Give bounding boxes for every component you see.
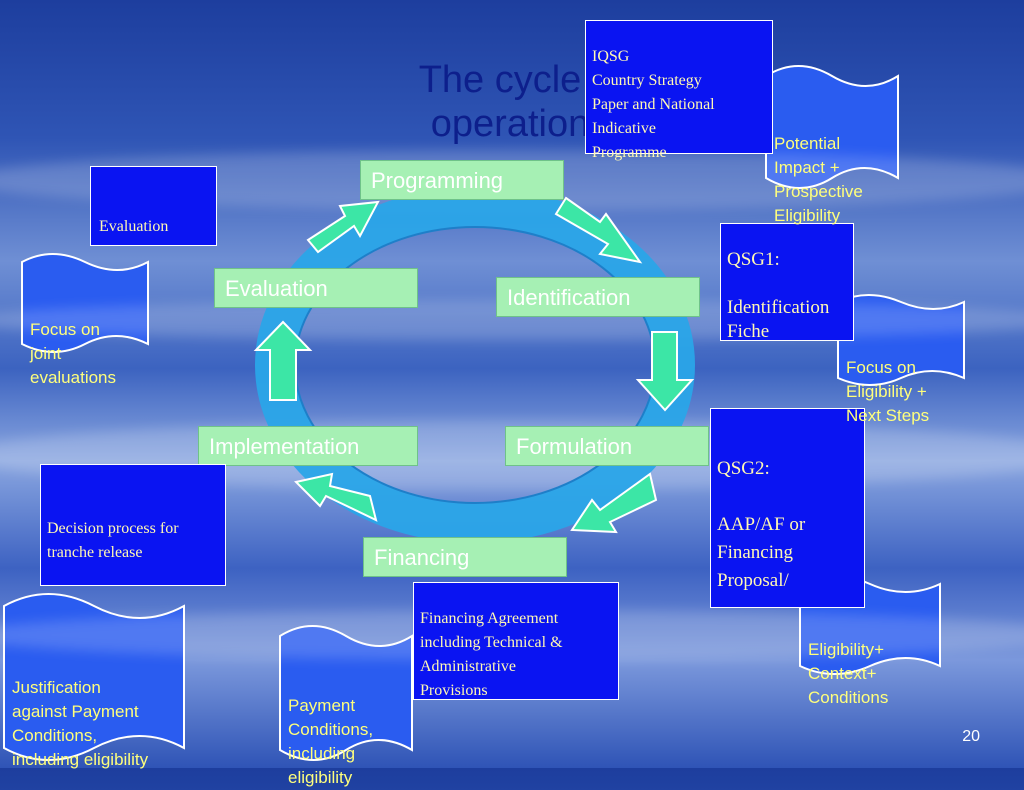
slide-title: The cycle operation (400, 58, 600, 146)
note-potential-impact: Potential Impact + Prospective Eligibili… (764, 54, 900, 225)
arrow-formulation-to-financing (570, 472, 658, 534)
phase-financing: Financing (363, 537, 567, 577)
note-eligibility-context-shape (799, 575, 941, 675)
note-focus-joint: Focus on joint evaluations (20, 244, 150, 387)
arrow-financing-to-implementation (294, 472, 378, 522)
note-focus-joint-text: Focus on joint evaluations (30, 320, 117, 387)
note-eligibility-context-text: Eligibility+ Context+ Conditions (808, 640, 889, 707)
note-potential-impact-text: Potential Impact + Prospective Eligibili… (774, 134, 863, 225)
phase-identification: Identification (496, 277, 700, 317)
note-justification-text: Justification against Payment Conditions… (12, 678, 149, 769)
arrow-evaluation-to-programming (306, 200, 380, 254)
document-iqsg: IQSG Country Strategy Paper and National… (585, 20, 773, 161)
note-justification: Justification against Payment Conditions… (2, 580, 186, 769)
document-decision-process-text: Decision process for tranche release (47, 520, 179, 561)
note-focus-eligibility-text: Focus on Eligibility + Next Steps (846, 358, 930, 425)
document-qsg1: QSG1: Identification Fiche (720, 223, 854, 342)
phase-implementation: Implementation (198, 426, 418, 466)
slide-title-line1: The cycle (418, 59, 582, 101)
cycle-diagram (253, 187, 695, 543)
document-financing-agreement-text: Financing Agreement including Technical … (420, 610, 563, 699)
document-evaluation-text: Evaluation (99, 218, 169, 235)
slide-title-line2: operation (430, 103, 590, 145)
document-decision-process: Decision process for tranche release (40, 464, 226, 586)
note-payment-conditions-text: Payment Conditions, including eligibilit… (288, 696, 374, 787)
document-iqsg-text: IQSG Country Strategy Paper and National… (592, 48, 715, 161)
phase-formulation: Formulation (505, 426, 709, 466)
phase-programming: Programming (360, 160, 564, 200)
phase-evaluation: Evaluation (214, 268, 418, 308)
slide-number: 20 (962, 728, 980, 745)
document-evaluation: Evaluation (90, 166, 217, 246)
document-qsg2-text: QSG2: AAP/AF or Financing Proposal/ (717, 458, 806, 591)
arrow-identification-to-formulation (635, 331, 695, 412)
note-eligibility-context: Eligibility+ Context+ Conditions (798, 566, 942, 707)
arrow-programming-to-identification (554, 196, 643, 264)
document-qsg2: QSG2: AAP/AF or Financing Proposal/ (710, 408, 865, 608)
document-qsg1-text: QSG1: Identification Fiche (727, 249, 830, 342)
note-focus-joint-shape (21, 253, 149, 353)
note-payment-conditions: Payment Conditions, including eligibilit… (278, 614, 414, 787)
note-payment-conditions-shape (279, 625, 413, 761)
note-focus-eligibility: Focus on Eligibility + Next Steps (836, 286, 966, 425)
arrow-implementation-to-evaluation (253, 320, 313, 401)
document-financing-agreement: Financing Agreement including Technical … (413, 582, 619, 700)
